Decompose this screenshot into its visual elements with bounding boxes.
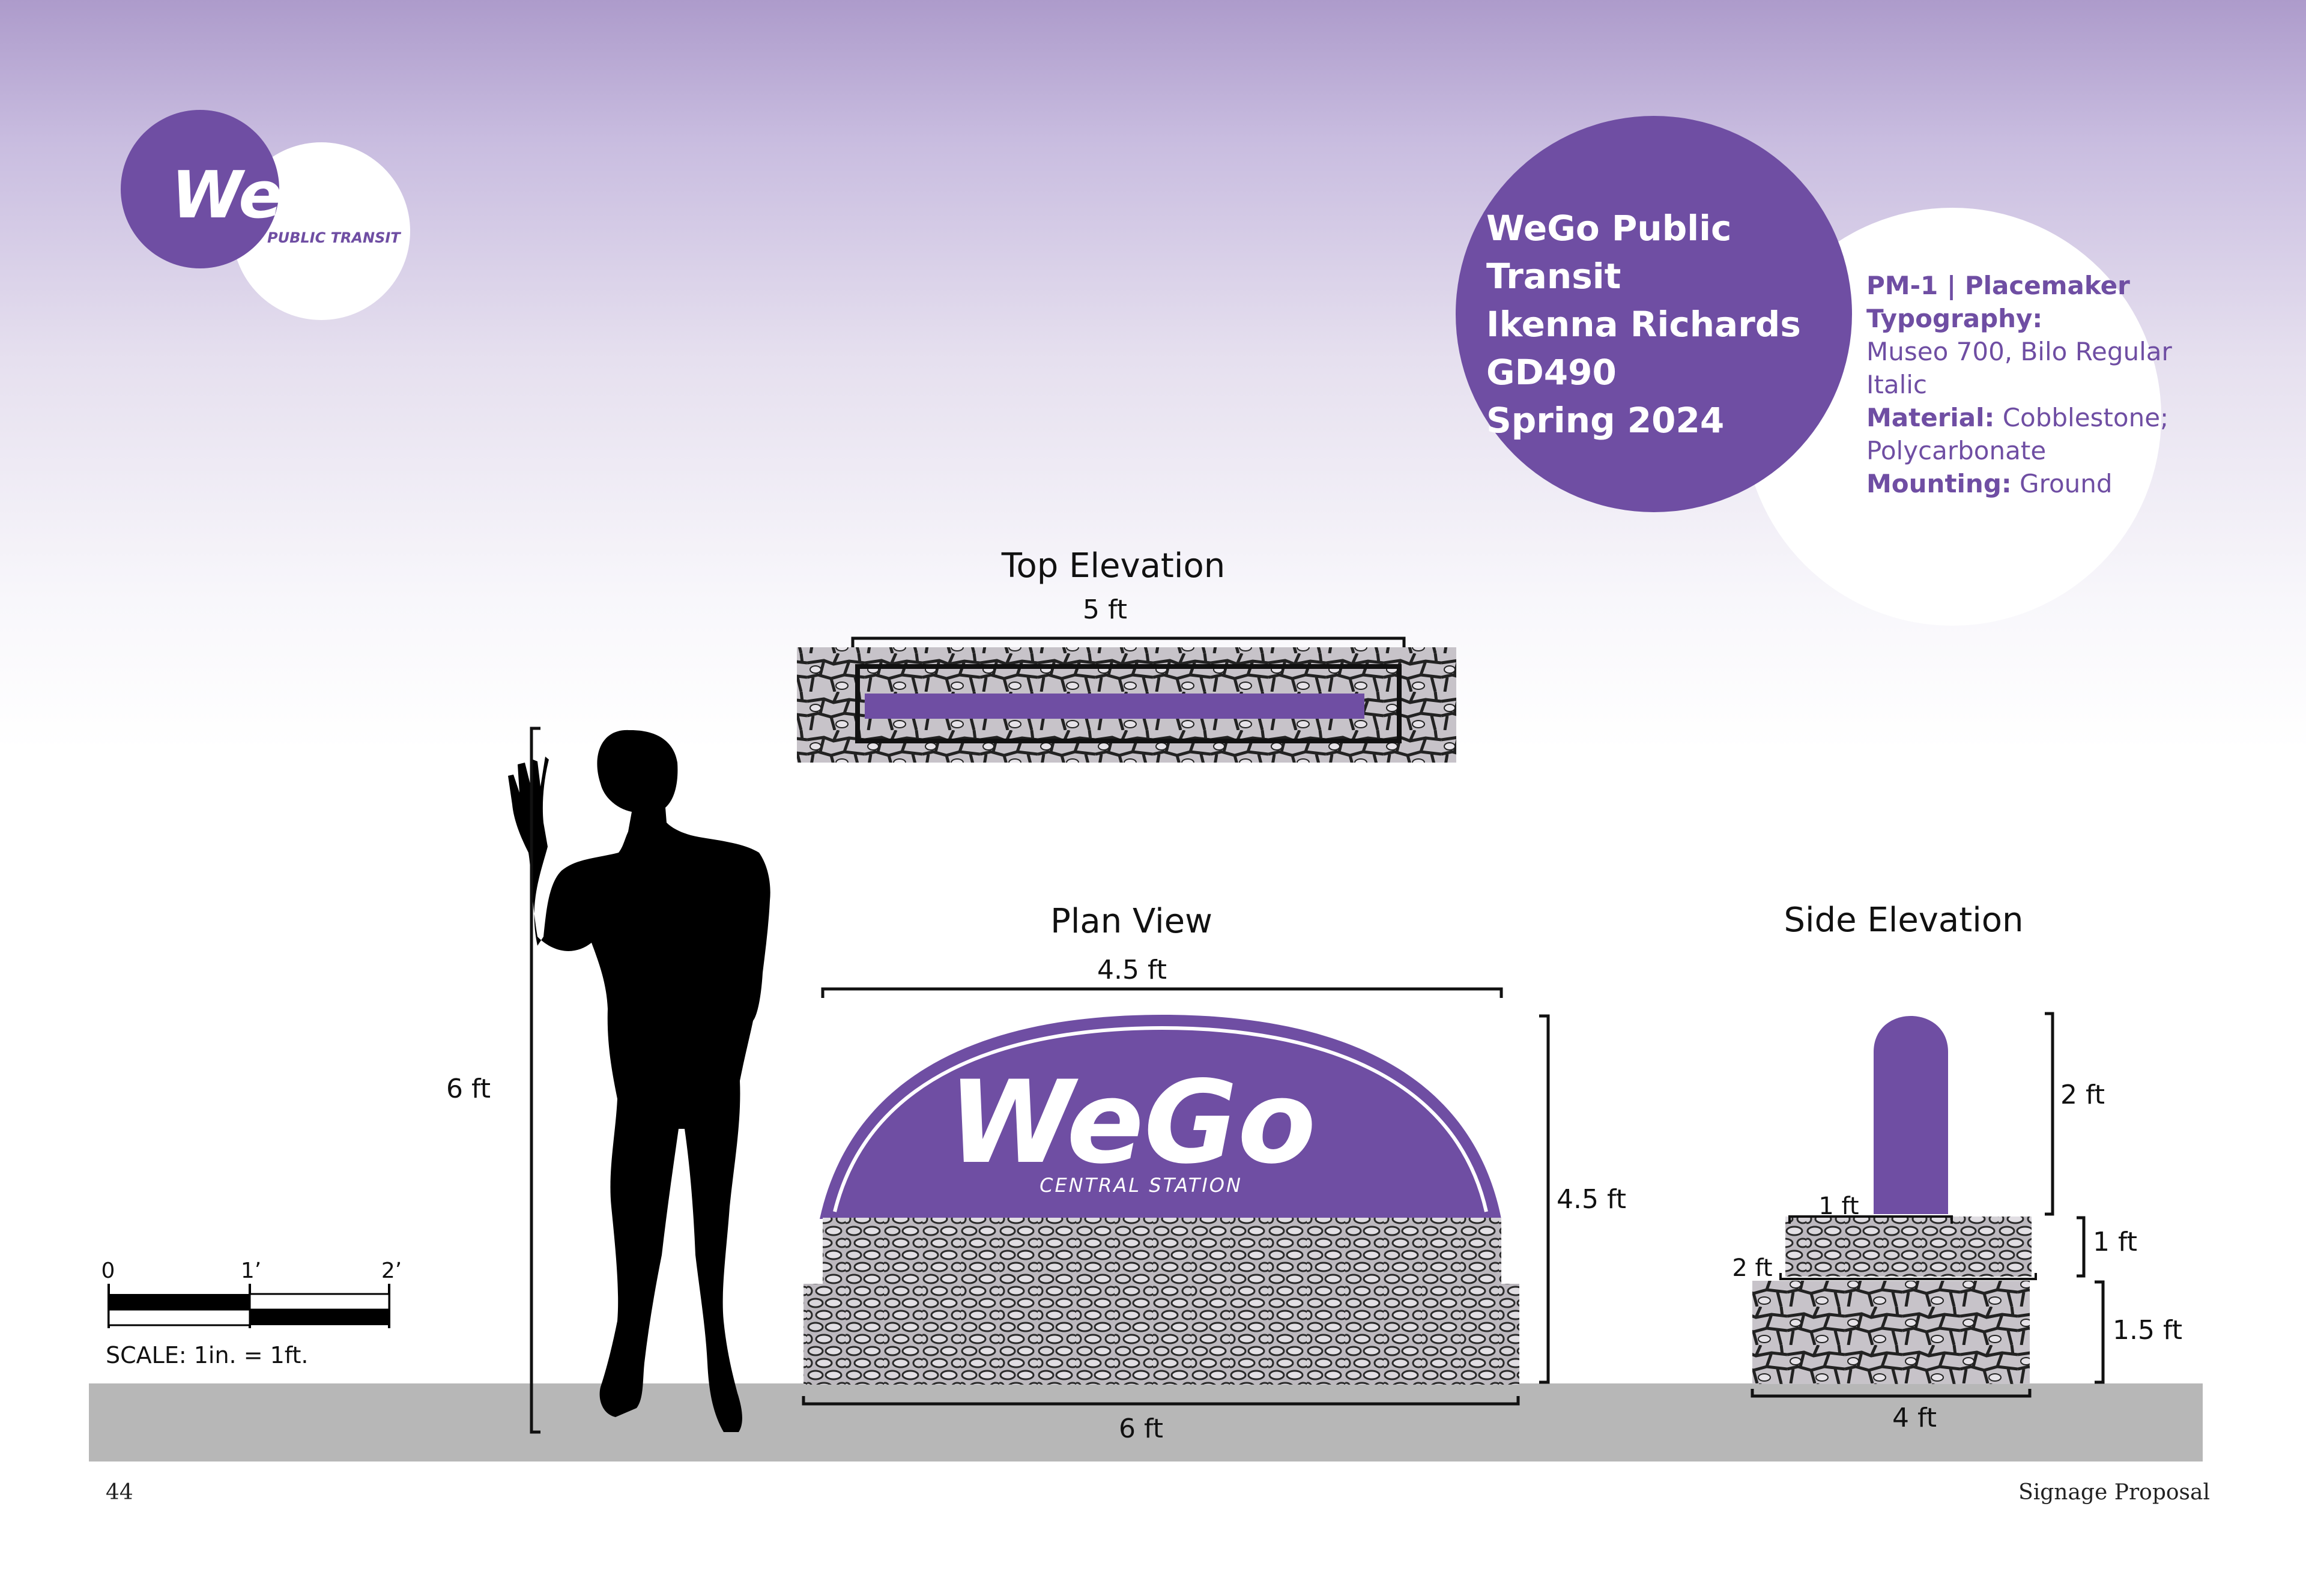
section-title: Signage Proposal [2018,1480,2210,1505]
plan-sign-dome [820,1015,1501,1219]
scale-tick-2: 2’ [381,1259,402,1283]
side-post-height-label: 2 ft [2060,1080,2105,1110]
logo-word: WeGo [171,158,380,233]
side-base-width-dimension [1751,1389,2032,1398]
wego-logo: WeGo PUBLIC TRANSIT [121,110,410,320]
scale-bar: 0 1’ 2’ SCALE: 1in. = 1ft. [101,1259,402,1368]
plan-view-title: Plan View [1050,902,1212,941]
spec-mounting: Mounting: Ground [1866,469,2113,498]
plan-lower-tier [803,1284,1519,1385]
top-sign-bar [865,694,1364,719]
info-line-4: Spring 2024 [1486,400,1725,441]
info-circle [1456,116,1852,512]
side-post-height-dimension [2045,1012,2054,1216]
side-elevation-title: Side Elevation [1784,901,2023,940]
top-width-label: 5 ft [1083,594,1127,625]
plan-height-label: 4.5 ft [1557,1184,1626,1215]
info-line-1: WeGo Public Transit [1486,208,1732,297]
plan-view: Plan View 4.5 ft WeGo CENTRAL STATION 4.… [802,902,1626,1444]
plan-top-width-label: 4.5 ft [1097,955,1167,985]
side-tier1-height-label: 1 ft [2093,1227,2137,1257]
info-block: WeGo Public Transit Ikenna Richards GD49… [1486,204,1859,444]
spec-block: PM-1 | Placemaker Typography: Museo 700,… [1866,269,2179,500]
side-post-width-dimension [1788,1215,1953,1224]
top-inner-frame [855,664,1402,743]
plan-base-width-label: 6 ft [1119,1413,1163,1444]
page-number: 44 [106,1480,133,1505]
info-line-2: Ikenna Richards [1486,304,1801,345]
plan-height-dimension [1539,1014,1550,1384]
side-lower-tier [1752,1281,2030,1384]
side-elevation: Side Elevation 2 ft 1 ft 1 ft 2 ft 1.5 f… [1732,901,2182,1433]
side-tier1-height-dimension [2077,1216,2086,1278]
spec-typography: Typography: Museo 700, Bilo Regular Ital… [1866,304,2172,399]
side-base-width-label: 4 ft [1892,1403,1937,1433]
figure-height-label: 6 ft [446,1074,491,1104]
side-upper-tier [1785,1217,2032,1277]
plan-sign-subtitle: CENTRAL STATION [1040,1174,1242,1197]
side-tier2-height-dimension [2095,1280,2105,1384]
side-tier1-width-dimension [1779,1273,2037,1280]
scale-tick-1: 1’ [241,1259,261,1283]
side-post-width-label: 1 ft [1818,1192,1859,1220]
top-elevation: Top Elevation 5 ft [797,546,1456,763]
info-line-3: GD490 [1486,352,1617,393]
top-elevation-title: Top Elevation [1001,546,1225,585]
spec-material: Material: Cobblestone; Polycarbonate [1866,403,2169,465]
human-silhouette [508,730,770,1432]
scale-caption: SCALE: 1in. = 1ft. [106,1342,308,1368]
scale-tick-0: 0 [101,1259,115,1283]
plan-sign-word: WeGo [948,1056,1316,1189]
plan-top-width-dimension [821,987,1503,998]
logo-tagline: PUBLIC TRANSIT [267,229,401,246]
plan-upper-tier [823,1218,1501,1284]
side-tier1-width-label: 2 ft [1732,1254,1772,1282]
plan-base-width-dimension [802,1396,1520,1406]
figure-height-dimension [530,727,540,1434]
side-tier2-height-label: 1.5 ft [2113,1315,2182,1346]
side-post [1874,1016,1948,1214]
top-width-dimension [851,636,1406,648]
spec-code: PM-1 | Placemaker [1866,271,2130,300]
